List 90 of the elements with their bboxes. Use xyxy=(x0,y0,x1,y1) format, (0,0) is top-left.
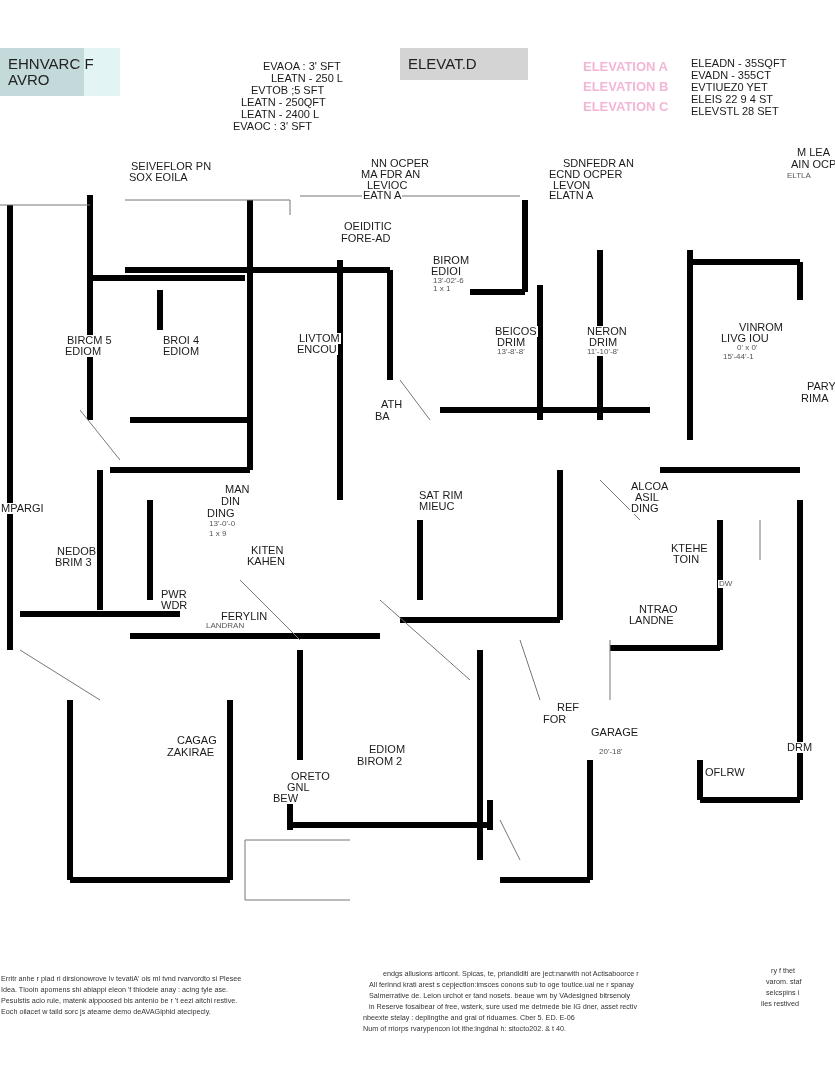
room-label: LEATN - 250QFT xyxy=(240,97,327,108)
room-label: 1 x 1 xyxy=(432,285,452,293)
title-band: ELEVAT.D xyxy=(400,48,528,80)
room-label: 15'-44'-1 xyxy=(722,353,755,361)
room-label: BRIM 3 xyxy=(54,557,93,568)
title-band: EHNVARC F AVRO xyxy=(0,48,120,96)
room-label: DRIM xyxy=(588,337,619,348)
room-label: 13'-8'-8' xyxy=(496,348,526,356)
room-label: FORE-AD xyxy=(340,233,392,244)
room-label: DIN xyxy=(220,496,241,507)
room-label: LANDNE xyxy=(628,615,675,626)
room-label: SEIVEFLOR PN xyxy=(130,161,213,172)
room-label: DRIM xyxy=(496,337,527,348)
room-label: DRM xyxy=(786,742,814,753)
room-label: NEDOB xyxy=(56,546,98,557)
room-label: WDR xyxy=(160,600,189,611)
room-label: SOX EOILA xyxy=(128,172,189,183)
room-label: GARAGE xyxy=(590,727,640,738)
room-label: EDIOM xyxy=(368,744,407,755)
room-label: ALCOA xyxy=(630,481,670,492)
room-label: LEATN - 250 L xyxy=(270,73,344,84)
room-label: 0' x 0' xyxy=(736,344,759,352)
room-label: CAGAG xyxy=(176,735,218,746)
room-label: GNL xyxy=(286,782,311,793)
room-label: NN OCPER xyxy=(370,158,431,169)
room-label: AIN OCP xyxy=(790,159,835,170)
room-label: LANDRAN xyxy=(205,622,246,630)
room-label: DING xyxy=(206,508,236,519)
room-label: EVTIUEZ0 YET xyxy=(690,82,769,93)
room-label: ELEADN - 35SQFT xyxy=(690,58,788,69)
room-label: 11'-10'-8' xyxy=(586,348,620,356)
room-label: KITEN xyxy=(250,545,285,556)
room-label: ELATN A xyxy=(548,190,595,201)
room-label: MAN xyxy=(224,484,251,495)
room-label: M LEA xyxy=(796,147,831,158)
room-label: NTRAO xyxy=(638,604,679,615)
room-label: BA xyxy=(374,411,391,422)
room-label: BEICOS xyxy=(494,326,538,337)
room-label: BIRCM 5 xyxy=(66,335,113,346)
elevation-label: ELEVATION B xyxy=(582,80,670,93)
room-label: ZAKIRAE xyxy=(166,747,216,758)
room-label: RIMA xyxy=(800,393,830,404)
room-label: EVTOB ;5 SFT xyxy=(250,85,326,96)
room-label: EDIOI xyxy=(430,266,462,277)
room-label: ATH xyxy=(380,399,404,410)
room-label: MA FDR AN xyxy=(360,169,422,180)
elevation-label: ELEVATION C xyxy=(582,100,670,113)
room-label: PWR xyxy=(160,589,188,600)
room-label: SDNFEDR AN xyxy=(562,158,635,169)
room-label: EDIOM xyxy=(162,346,201,357)
room-label: LEATN - 2400 L xyxy=(240,109,321,120)
room-label: TOIN xyxy=(672,554,701,565)
room-label: 13'-0'-0 xyxy=(208,520,237,528)
room-label: BIROM xyxy=(432,255,471,266)
room-label: EVAOA : 3' SFT xyxy=(262,61,342,72)
room-label: ECND OCPER xyxy=(548,169,624,180)
room-label: 20'-18' xyxy=(598,748,624,756)
room-label: REF xyxy=(556,702,580,713)
room-label: MPARGI xyxy=(0,503,45,514)
room-label: OFLRW xyxy=(704,767,746,778)
room-label: ENCOU xyxy=(296,344,338,355)
room-label: MIEUC xyxy=(418,501,456,512)
room-label: FERYLIN xyxy=(220,611,269,622)
room-label: OEIDITIC xyxy=(343,221,393,232)
room-label: 1 x 9 xyxy=(208,530,228,538)
room-label: 13'-02'-6 xyxy=(432,277,465,285)
room-label: BIROM 2 xyxy=(356,756,404,767)
room-label: DING xyxy=(630,503,660,514)
room-label: FOR xyxy=(542,714,568,725)
room-label: LIVTOM xyxy=(298,333,341,344)
elevation-label: ELEVATION A xyxy=(582,60,669,73)
room-label: EATN A xyxy=(362,190,403,201)
room-label: PARY xyxy=(806,381,835,392)
room-label: BEW xyxy=(272,793,300,804)
room-label: ELEVSTL 28 SET xyxy=(690,106,780,117)
room-label: EVADN - 355CT xyxy=(690,70,772,81)
room-label: EDIOM xyxy=(64,346,103,357)
room-label: NERON xyxy=(586,326,628,337)
room-label: ELEIS 22 9 4 ST xyxy=(690,94,774,105)
room-label: BROI 4 xyxy=(162,335,201,346)
room-label: KTEHE xyxy=(670,543,709,554)
room-label: ORETO xyxy=(290,771,331,782)
room-label: VINROM xyxy=(738,322,784,333)
room-label: DW xyxy=(718,580,734,588)
room-label: SAT RIM xyxy=(418,490,464,501)
room-label: KAHEN xyxy=(246,556,286,567)
room-label: ASIL xyxy=(634,492,660,503)
room-label: LIVG IOU xyxy=(720,333,770,344)
room-label: ELTLA xyxy=(786,172,812,180)
room-label: EVAOC : 3' SFT xyxy=(232,121,313,132)
